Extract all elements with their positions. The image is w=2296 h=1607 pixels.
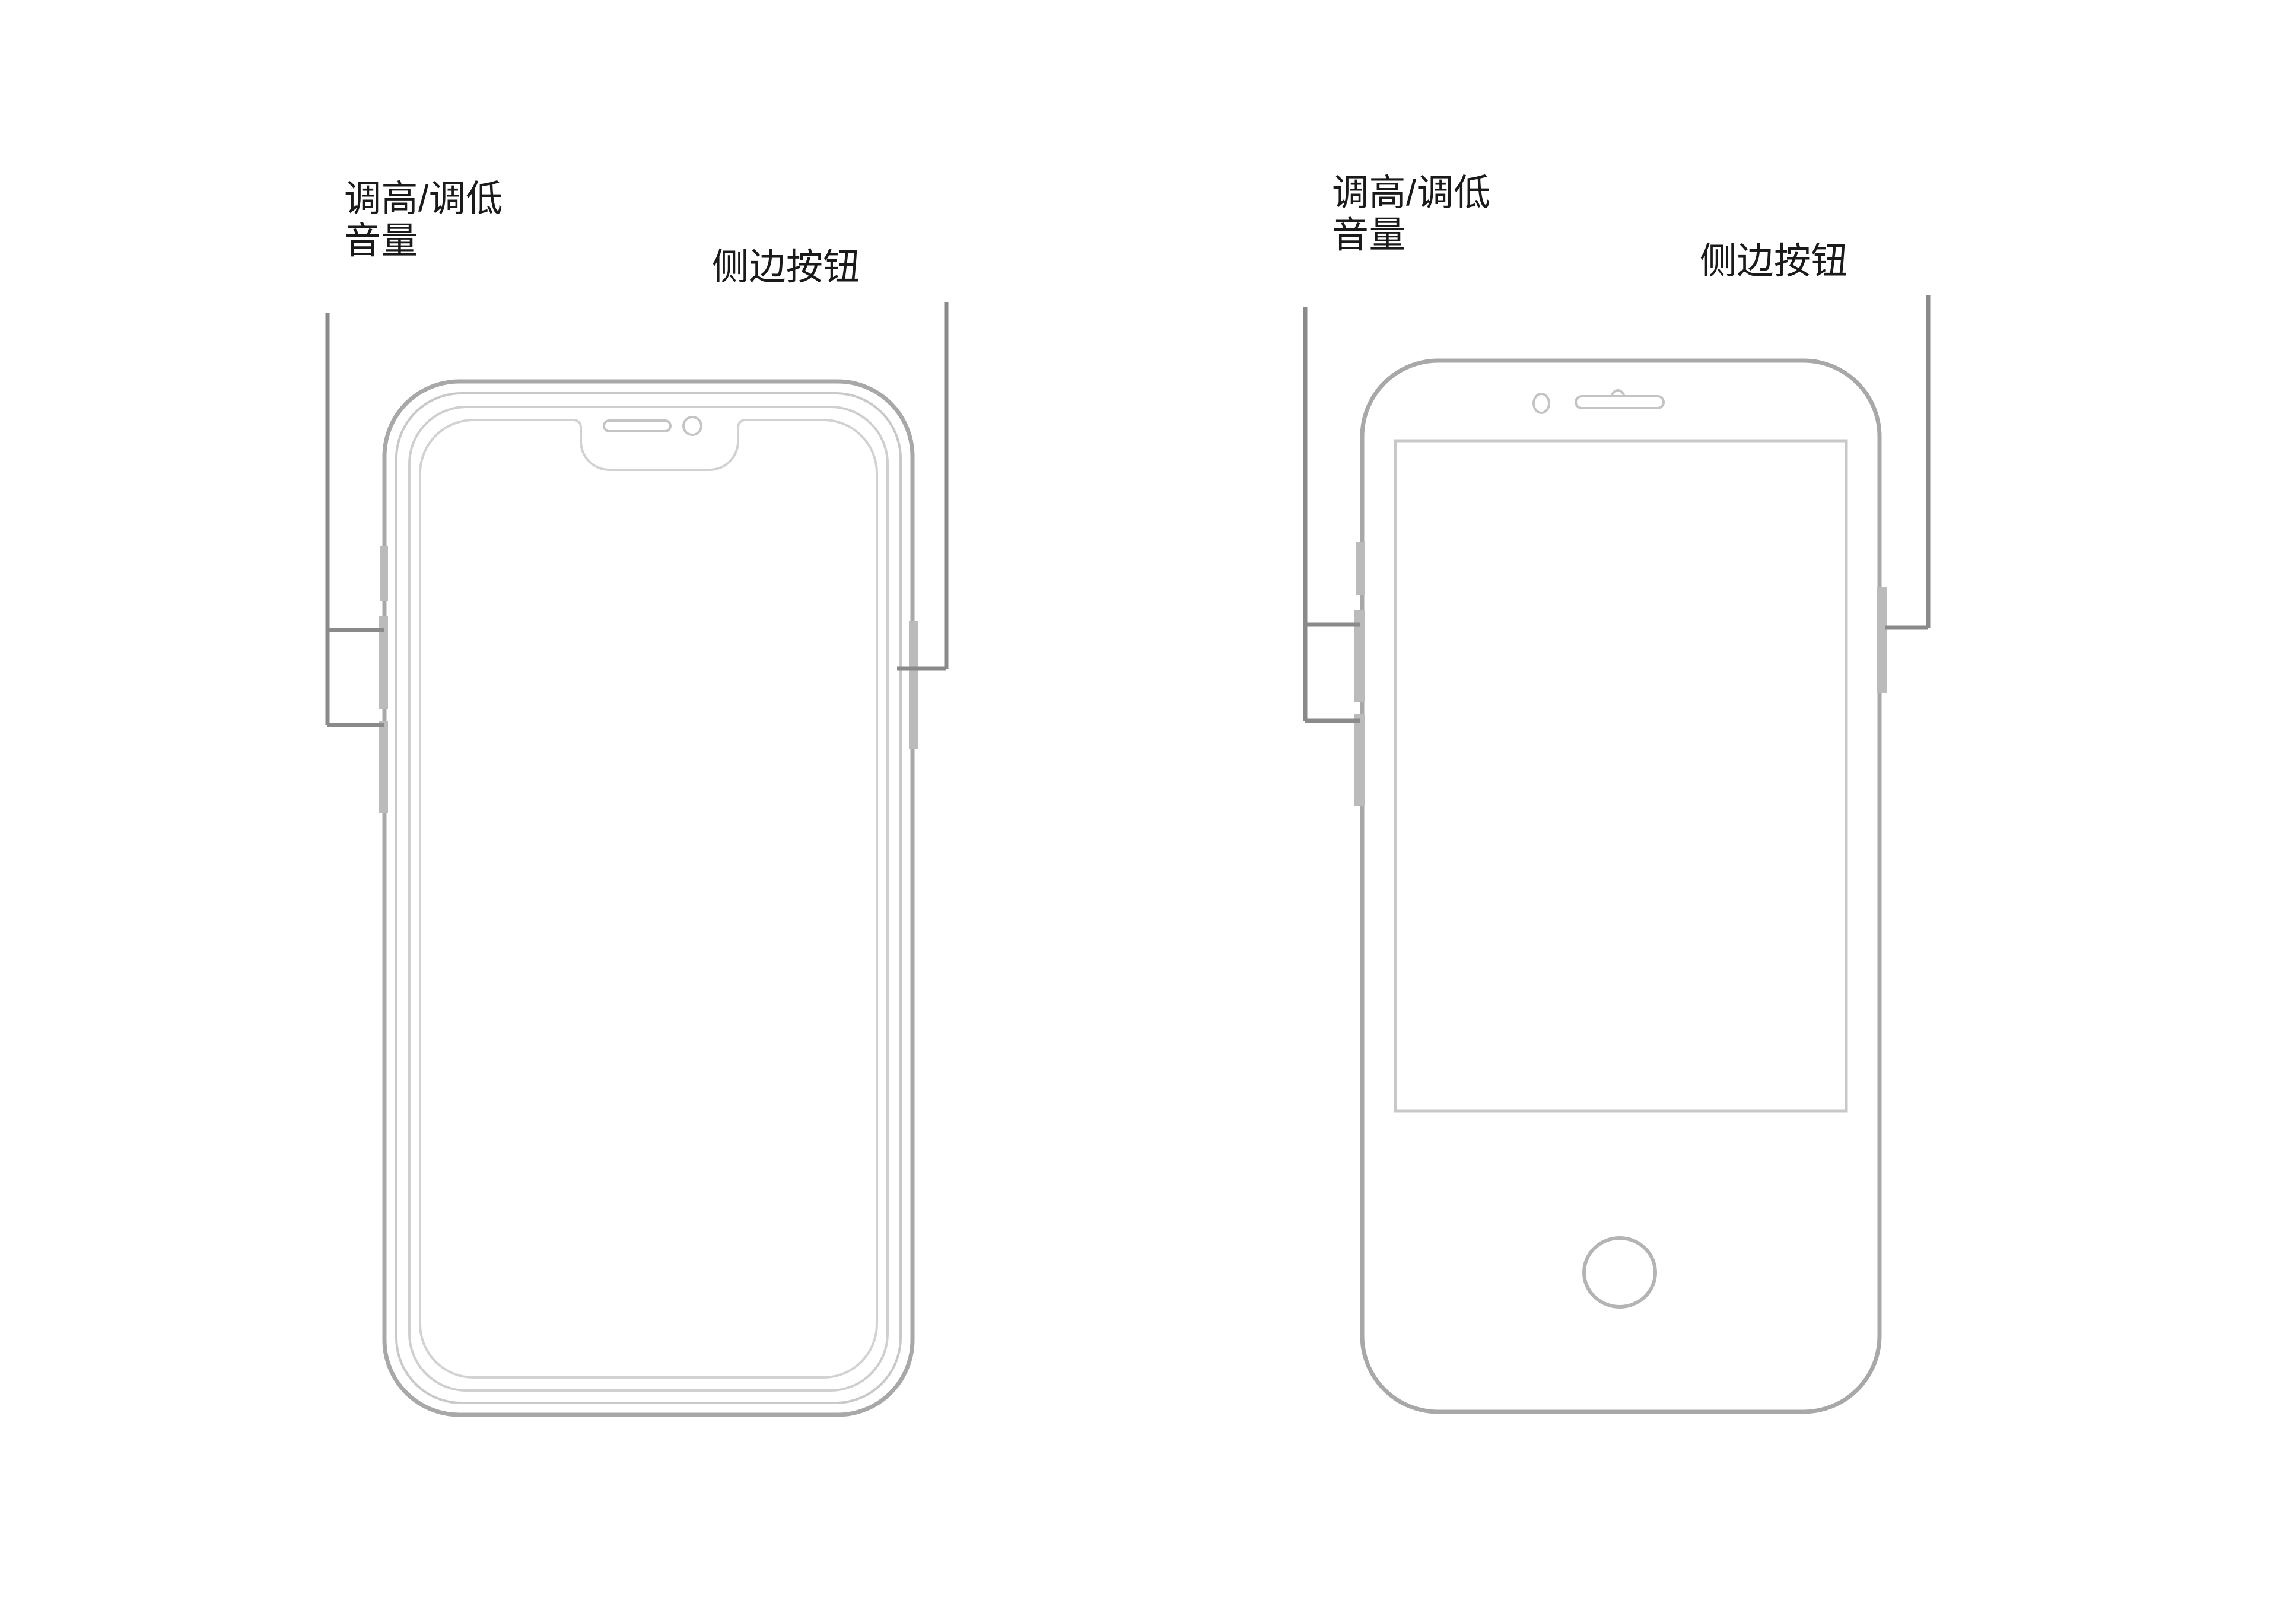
left-phone-bezel [408, 406, 889, 1392]
right-phone-side-button[interactable] [1877, 587, 1887, 693]
left-phone-chassis-line [395, 392, 902, 1404]
left-phone-front-camera-icon [682, 416, 702, 436]
left-phone-ring-silent-switch [380, 546, 388, 601]
right-phone-figure [1303, 295, 1931, 1414]
left-phone-figure [325, 302, 949, 1417]
callout-label-left-side-button: 侧边按钮 [712, 247, 861, 288]
left-phone-side-button[interactable] [909, 621, 918, 749]
right-phone-volume-down-button[interactable] [1354, 714, 1365, 806]
callout-label-left-volume: 调高/调低 音量 [344, 179, 503, 262]
left-volume-leader-line [325, 313, 384, 727]
left-phone-volume-up-button[interactable] [379, 616, 388, 709]
right-phone-ambient-light-sensor-icon [1532, 393, 1550, 414]
callout-label-right-volume: 调高/调低 音量 [1332, 173, 1491, 256]
left-phone-earpiece-speaker-icon [603, 419, 672, 432]
right-phone-screen [1394, 439, 1848, 1113]
right-phone-ring-silent-switch [1356, 542, 1365, 595]
right-volume-leader-line [1303, 307, 1360, 723]
left-side-button-leader-line [897, 302, 949, 671]
right-phone-home-button[interactable] [1582, 1236, 1657, 1309]
right-side-button-leader-line [1885, 295, 1931, 630]
right-phone-earpiece-speaker-icon [1575, 395, 1665, 409]
callout-label-right-side-button: 侧边按钮 [1700, 241, 1849, 282]
left-phone-screen [419, 419, 878, 1379]
right-phone-volume-up-button[interactable] [1354, 610, 1365, 702]
left-phone-volume-down-button[interactable] [379, 721, 388, 813]
